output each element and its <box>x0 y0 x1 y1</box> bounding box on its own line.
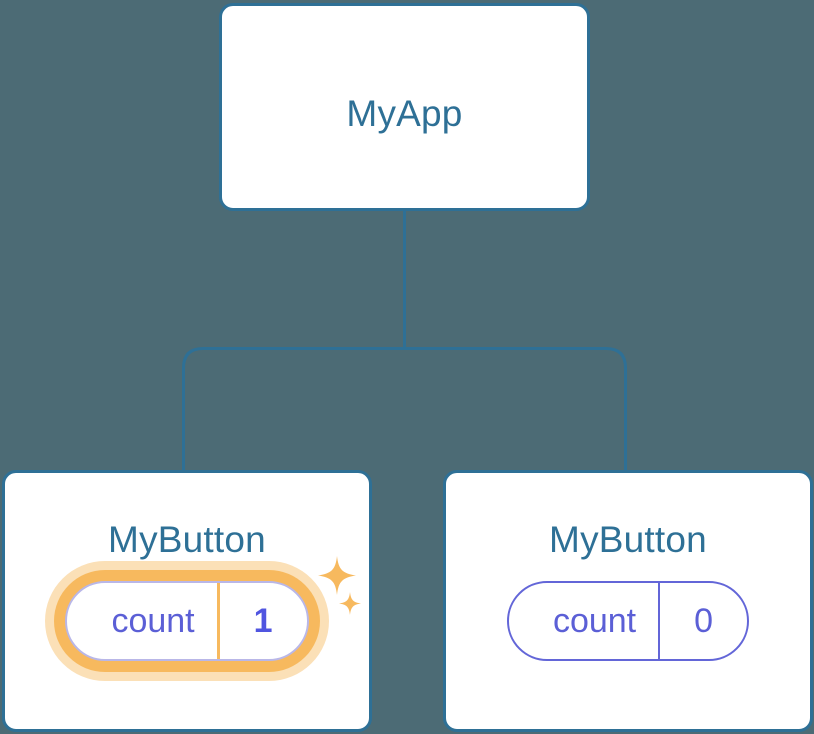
node-mybutton-left[interactable]: MyButton count 1 <box>2 470 372 732</box>
node-mybutton-right[interactable]: MyButton count 0 <box>443 470 813 732</box>
prop-key-left: count <box>111 601 195 640</box>
node-myapp[interactable]: MyApp <box>219 3 590 211</box>
node-myapp-title: MyApp <box>346 93 463 134</box>
prop-pill-left-highlight: count 1 <box>45 561 329 681</box>
prop-value-left: 1 <box>216 583 307 659</box>
prop-key-right: count <box>552 601 637 640</box>
connector-branch-bus <box>182 347 627 470</box>
prop-pill-left-wrap: count 1 <box>5 561 369 681</box>
node-mybutton-left-title: MyButton <box>108 519 266 560</box>
prop-pill-right[interactable]: count 0 <box>506 581 750 661</box>
prop-pill-left[interactable]: count 1 <box>65 581 309 661</box>
node-mybutton-right-title: MyButton <box>549 519 707 560</box>
prop-value-right: 0 <box>658 583 747 659</box>
prop-pill-right-wrap: count 0 <box>446 581 810 661</box>
